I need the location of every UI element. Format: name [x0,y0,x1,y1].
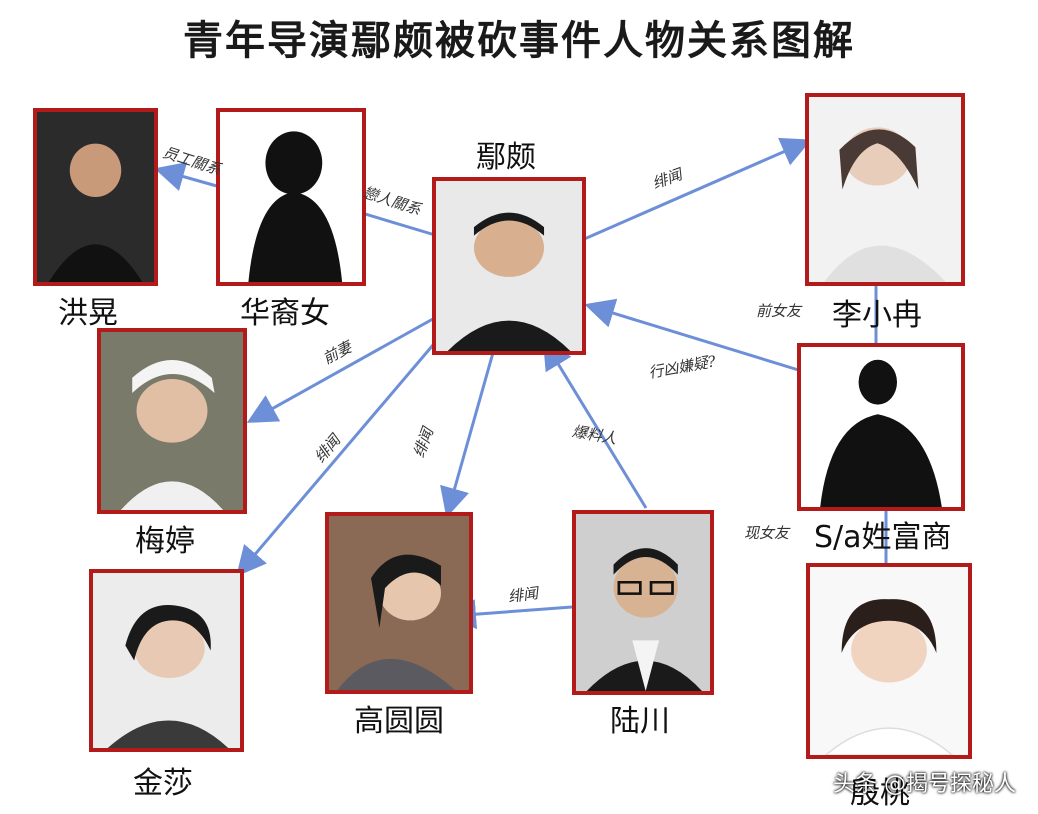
name-yintao: 殷桃 [850,776,910,811]
name-sfushang: S/a姓富商 [814,520,952,555]
name-luchuan: 陆川 [610,704,670,739]
watermark: 头条 @揭号探秘人 [833,772,1016,797]
photo-jinsha [89,569,244,752]
label-xiannvyou: 现女友 [744,524,790,542]
edge-sfushang-to-yanpo [584,298,819,378]
name-jinsha: 金莎 [133,766,193,801]
photo-yintao [806,563,972,759]
name-gaoyuanyuan: 高圆圆 [354,704,444,739]
label-qiannvyou: 前女友 [756,302,802,320]
diagram-title: 青年导演鄢颇被砍事件人物关系图解 [183,18,855,64]
name-huayinv: 华裔女 [240,296,330,331]
label-feiwen-lu: 绯闻 [506,583,540,606]
photo-gaoyuanyuan [325,512,473,694]
photo-hongkuang [33,108,158,286]
photo-meiting [97,328,247,514]
name-hongkuang: 洪晃 [58,296,118,331]
photo-luchuan [572,510,714,695]
photo-yanpo [432,177,586,355]
edge-yanpo-to-lixiaoran [581,137,812,242]
edge-yanpo-to-gaoyuanyuan [440,334,500,518]
name-yanpo: 鄢颇 [476,140,536,175]
edge-yanpo-to-jinsha [236,324,452,577]
edge-yanpo-to-meiting [246,313,441,423]
photo-lixiaoran [805,93,965,286]
photo-huayinv [216,108,366,286]
name-lixiaoran: 李小冉 [832,298,922,333]
photo-sfushang [797,343,965,511]
name-meiting: 梅婷 [135,524,195,559]
edge-luchuan-to-yanpo [542,338,648,509]
